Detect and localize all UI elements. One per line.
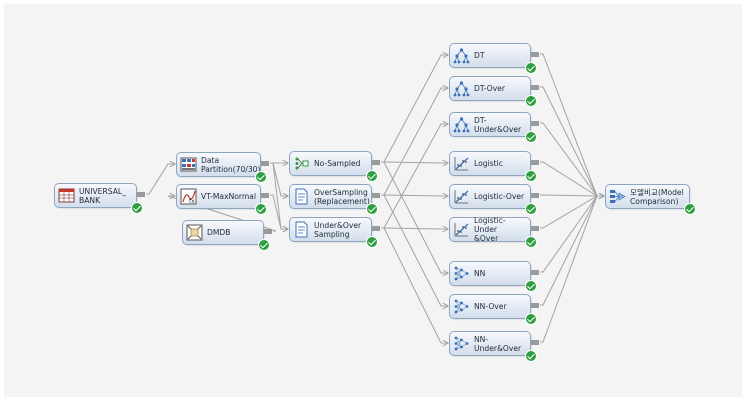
- node-dt-under-over[interactable]: DT-Under&Over: [449, 112, 539, 143]
- node-label: UNIVERSAL_ BANK: [79, 186, 126, 205]
- output-port[interactable]: [531, 85, 539, 90]
- node-data-partition[interactable]: Data Partition(70/30): [176, 152, 269, 183]
- output-port[interactable]: [261, 193, 269, 198]
- node-label: DT: [474, 51, 485, 60]
- output-port[interactable]: [372, 193, 380, 198]
- partition-icon: [180, 157, 197, 172]
- status-check-icon: [525, 313, 537, 325]
- status-check-icon: [525, 350, 537, 362]
- status-check-icon: [525, 62, 537, 74]
- neural-network-icon: [454, 266, 469, 281]
- node-label: Under&Over Sampling: [314, 220, 362, 239]
- regression-icon: [454, 190, 469, 204]
- node-logistic-over[interactable]: Logistic-Over: [449, 184, 539, 215]
- output-port[interactable]: [531, 160, 539, 165]
- node-label: OverSampling (Replacement): [314, 187, 370, 206]
- status-check-icon: [366, 203, 378, 215]
- node-label: VT-MaxNormal: [201, 192, 257, 201]
- sampling-code-icon: [295, 188, 308, 205]
- node-label: Logistic: [474, 159, 503, 168]
- output-port[interactable]: [531, 340, 539, 345]
- status-check-icon: [684, 203, 696, 215]
- data-table-icon: [58, 188, 75, 203]
- node-logistic-under-over[interactable]: Logistic-Under &Over: [449, 216, 539, 248]
- status-check-icon: [366, 170, 378, 182]
- status-check-icon: [131, 202, 143, 214]
- node-dt-over[interactable]: DT-Over: [449, 76, 539, 107]
- svg-text:fx: fx: [189, 198, 195, 205]
- neural-network-icon: [454, 299, 469, 314]
- node-label: 모델비교(Model Comparison): [630, 187, 684, 206]
- status-check-icon: [255, 203, 267, 215]
- node-label: DT-Under&Over: [474, 115, 522, 134]
- sample-icon: [295, 157, 309, 170]
- node-universal-bank[interactable]: UNIVERSAL_ BANK: [54, 183, 145, 214]
- neural-network-icon: [454, 336, 469, 351]
- node-label: No-Sampled: [314, 159, 361, 168]
- status-check-icon: [255, 171, 267, 183]
- model-comparison-icon: [610, 190, 626, 203]
- status-check-icon: [366, 236, 378, 248]
- node-oversampling[interactable]: OverSampling (Replacement): [289, 184, 380, 215]
- status-check-icon: [258, 239, 270, 251]
- dmdb-icon: [186, 224, 203, 241]
- output-port[interactable]: [372, 160, 380, 165]
- output-port[interactable]: [264, 229, 272, 234]
- regression-icon: [454, 223, 469, 237]
- status-check-icon: [525, 170, 537, 182]
- node-label: DMDB: [207, 228, 231, 237]
- node-no-sampled[interactable]: No-Sampled: [289, 151, 380, 182]
- output-port[interactable]: [261, 161, 269, 166]
- output-port[interactable]: [531, 270, 539, 275]
- output-port[interactable]: [531, 121, 539, 126]
- status-check-icon: [525, 95, 537, 107]
- node-label: Logistic-Under &Over: [474, 216, 506, 243]
- node-label: NN-Over: [474, 302, 507, 311]
- node-vt-maxnormal[interactable]: fx VT-MaxNormal: [176, 184, 269, 215]
- sampling-code-icon: [295, 221, 308, 238]
- output-port[interactable]: [531, 303, 539, 308]
- node-dmdb[interactable]: DMDB: [182, 220, 272, 251]
- node-label: Data Partition(70/30): [201, 155, 261, 174]
- variable-transform-icon: fx: [180, 188, 197, 205]
- node-model-comparison[interactable]: 모델비교(Model Comparison): [605, 184, 696, 215]
- status-check-icon: [525, 236, 537, 248]
- node-under-over-sampling[interactable]: Under&Over Sampling: [289, 217, 380, 248]
- output-port[interactable]: [137, 192, 145, 197]
- decision-tree-icon: [453, 48, 470, 64]
- status-check-icon: [525, 280, 537, 292]
- node-label: Logistic-Over: [474, 192, 525, 201]
- node-label: DT-Over: [474, 84, 506, 93]
- node-dt[interactable]: DT: [449, 43, 539, 74]
- decision-tree-icon: [453, 117, 470, 133]
- regression-icon: [454, 157, 469, 171]
- output-port[interactable]: [531, 52, 539, 57]
- status-check-icon: [525, 203, 537, 215]
- node-nn[interactable]: NN: [449, 261, 539, 292]
- node-nn-under-over[interactable]: NN-Under&Over: [449, 331, 539, 362]
- status-check-icon: [525, 131, 537, 143]
- node-nn-over[interactable]: NN-Over: [449, 294, 539, 325]
- decision-tree-icon: [453, 81, 470, 97]
- output-port[interactable]: [372, 226, 380, 231]
- node-label: NN-Under&Over: [474, 334, 522, 353]
- node-label: NN: [474, 269, 486, 278]
- output-port[interactable]: [531, 193, 539, 198]
- node-logistic[interactable]: Logistic: [449, 151, 539, 182]
- output-port[interactable]: [531, 226, 539, 231]
